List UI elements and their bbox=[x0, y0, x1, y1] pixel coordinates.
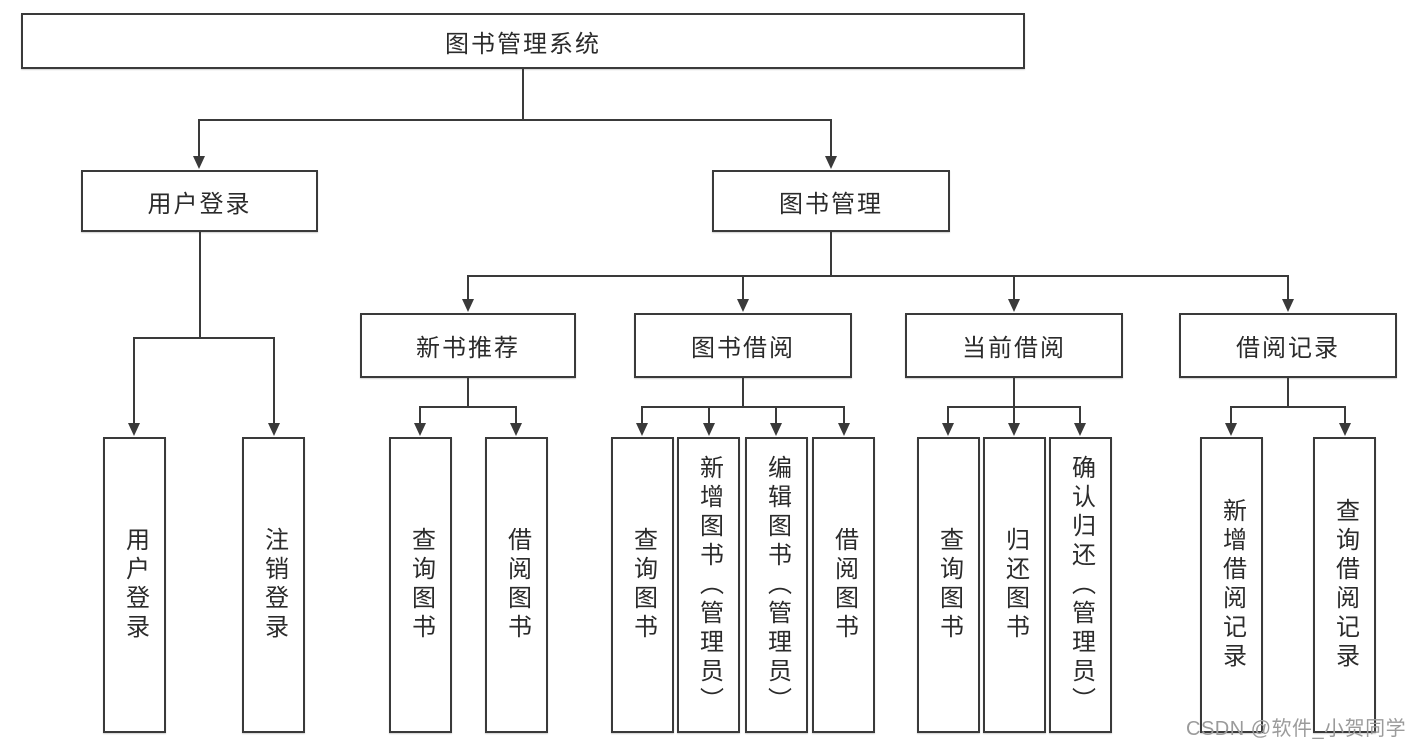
connector-line bbox=[708, 406, 710, 426]
connector-line bbox=[467, 378, 469, 408]
connector-line bbox=[830, 119, 832, 158]
leaf-label: 借阅图书 bbox=[503, 527, 531, 643]
arrow-down-icon bbox=[462, 299, 474, 312]
connector-line bbox=[843, 406, 845, 426]
connector-line bbox=[467, 275, 1289, 277]
connector-line bbox=[1287, 275, 1289, 303]
leaf-label: 编辑图书（管理员） bbox=[763, 454, 791, 716]
leaf-label: 归还图书 bbox=[1001, 527, 1029, 643]
arrow-down-icon bbox=[825, 156, 837, 169]
connector-line bbox=[1013, 406, 1015, 426]
node-label: 借阅记录 bbox=[1236, 335, 1340, 362]
leaf-label: 借阅图书 bbox=[830, 527, 858, 643]
connector-line bbox=[1287, 378, 1289, 408]
connector-line bbox=[641, 406, 643, 426]
leaf-user-login: 用户登录 bbox=[103, 437, 166, 733]
leaf-label: 查询图书 bbox=[629, 527, 657, 643]
leaf-label: 新增图书（管理员） bbox=[695, 454, 723, 716]
arrow-down-icon bbox=[942, 423, 954, 436]
arrow-down-icon bbox=[703, 423, 715, 436]
connector-line bbox=[641, 406, 845, 408]
arrow-down-icon bbox=[414, 423, 426, 436]
connector-line bbox=[199, 232, 201, 339]
node-label: 图书管理系统 bbox=[445, 30, 601, 58]
leaf-query-borrow-record: 查询借阅记录 bbox=[1313, 437, 1376, 733]
arrow-down-icon bbox=[510, 423, 522, 436]
connector-line bbox=[133, 337, 135, 426]
arrow-down-icon bbox=[1339, 423, 1351, 436]
connector-line bbox=[273, 337, 275, 426]
node-new-book-recommendation: 新书推荐 bbox=[360, 313, 576, 378]
node-borrowing-records: 借阅记录 bbox=[1179, 313, 1397, 378]
leaf-label: 确认归还（管理员） bbox=[1067, 454, 1095, 716]
connector-line bbox=[1344, 406, 1346, 426]
arrow-down-icon bbox=[193, 156, 205, 169]
connector-line bbox=[830, 232, 832, 276]
node-current-borrowing: 当前借阅 bbox=[905, 313, 1123, 378]
node-label: 图书借阅 bbox=[691, 335, 795, 362]
connector-line bbox=[133, 337, 275, 339]
connector-line bbox=[467, 275, 469, 303]
connector-line bbox=[947, 406, 949, 426]
connector-line bbox=[419, 406, 517, 408]
leaf-confirm-return-admin: 确认归还（管理员） bbox=[1049, 437, 1112, 733]
arrow-down-icon bbox=[737, 299, 749, 312]
arrow-down-icon bbox=[1225, 423, 1237, 436]
leaf-label: 查询图书 bbox=[935, 527, 963, 643]
leaf-edit-book-admin: 编辑图书（管理员） bbox=[745, 437, 808, 733]
arrow-down-icon bbox=[838, 423, 850, 436]
csdn-watermark: CSDN @软件_小贺同学 bbox=[1186, 718, 1405, 740]
node-root-library-management-system: 图书管理系统 bbox=[21, 13, 1025, 69]
connector-line bbox=[775, 406, 777, 426]
arrow-down-icon bbox=[1008, 299, 1020, 312]
node-label: 当前借阅 bbox=[962, 335, 1066, 362]
leaf-label: 查询图书 bbox=[407, 527, 435, 643]
node-label: 图书管理 bbox=[779, 190, 883, 218]
node-label: 新书推荐 bbox=[416, 335, 520, 362]
connector-line bbox=[1230, 406, 1346, 408]
connector-line bbox=[522, 69, 524, 120]
leaf-borrow-books-recommend: 借阅图书 bbox=[485, 437, 548, 733]
leaf-add-borrow-record: 新增借阅记录 bbox=[1200, 437, 1263, 733]
connector-line bbox=[419, 406, 421, 426]
node-book-management: 图书管理 bbox=[712, 170, 950, 232]
connector-line bbox=[198, 119, 200, 158]
leaf-borrow-books: 借阅图书 bbox=[812, 437, 875, 733]
leaf-label: 用户登录 bbox=[121, 527, 149, 643]
leaf-add-book-admin: 新增图书（管理员） bbox=[677, 437, 740, 733]
leaf-query-books-recommend: 查询图书 bbox=[389, 437, 452, 733]
connector-line bbox=[742, 275, 744, 303]
connector-line bbox=[1013, 275, 1015, 303]
leaf-query-books-current: 查询图书 bbox=[917, 437, 980, 733]
node-book-borrowing: 图书借阅 bbox=[634, 313, 852, 378]
leaf-label: 新增借阅记录 bbox=[1218, 498, 1246, 672]
leaf-label: 查询借阅记录 bbox=[1331, 498, 1359, 672]
arrow-down-icon bbox=[268, 423, 280, 436]
arrow-down-icon bbox=[1282, 299, 1294, 312]
node-user-login: 用户登录 bbox=[81, 170, 318, 232]
leaf-label: 注销登录 bbox=[260, 527, 288, 643]
connector-line bbox=[1013, 378, 1015, 408]
connector-line bbox=[1079, 406, 1081, 426]
connector-line bbox=[515, 406, 517, 426]
arrow-down-icon bbox=[636, 423, 648, 436]
leaf-return-book: 归还图书 bbox=[983, 437, 1046, 733]
node-label: 用户登录 bbox=[147, 190, 252, 218]
arrow-down-icon bbox=[128, 423, 140, 436]
arrow-down-icon bbox=[1074, 423, 1086, 436]
arrow-down-icon bbox=[1008, 423, 1020, 436]
leaf-logout: 注销登录 bbox=[242, 437, 305, 733]
connector-line bbox=[742, 378, 744, 408]
arrow-down-icon bbox=[770, 423, 782, 436]
leaf-query-books-borrow: 查询图书 bbox=[611, 437, 674, 733]
connector-line bbox=[198, 119, 832, 121]
connector-line bbox=[1230, 406, 1232, 426]
